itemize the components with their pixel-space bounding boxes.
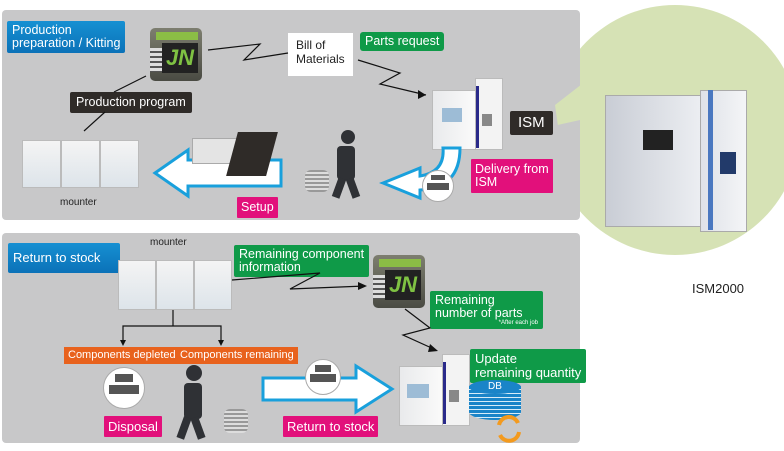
remaining-parts-label: Remaining number of parts *After each jo…: [430, 291, 543, 329]
bill-of-materials-doc: Bill of Materials: [288, 33, 353, 76]
ism-label: ISM: [510, 111, 553, 135]
delivery-line1: Delivery from: [475, 162, 549, 176]
update-line2: remaining quantity: [475, 365, 582, 380]
ism2000-product-image: [605, 90, 770, 232]
remaining-info-label: Remaining component information: [234, 245, 370, 277]
delivery-label: Delivery from ISM: [471, 159, 553, 193]
mounter-machine-icon: [22, 140, 139, 188]
ism-machine-icon-bottom: [399, 352, 470, 426]
kitting-title-line2: preparation / Kitting: [12, 36, 121, 50]
jn-to-bom-line: [207, 43, 289, 61]
setup-label: Setup: [237, 197, 278, 218]
database-icon: DB: [469, 380, 521, 422]
remaining-info-line1: Remaining component: [239, 247, 365, 261]
return-to-stock-label: Return to stock: [283, 416, 379, 437]
reel-icon-top: [422, 170, 454, 202]
ism-machine-icon: [432, 76, 503, 150]
remaining-parts-line1: Remaining: [435, 293, 495, 307]
kitting-title-line1: Production: [12, 23, 72, 37]
delivery-line2: ISM: [475, 175, 498, 189]
jn-logo-text: JN: [162, 43, 198, 73]
split-branches: [122, 325, 222, 343]
kitting-title: Production preparation / Kitting: [7, 21, 126, 53]
jn-logo-text-bottom: JN: [385, 270, 421, 300]
disposal-label: Disposal: [104, 416, 162, 437]
remaining-info-line2: information: [239, 260, 301, 274]
jn-to-program-line: [113, 75, 147, 93]
worker-with-cart-icon: [303, 130, 378, 200]
production-program-label: Production program: [70, 92, 192, 113]
components-remaining-label: Components remaining: [176, 347, 298, 364]
update-line1: Update: [475, 351, 517, 366]
return-to-stock-title: Return to stock: [8, 243, 120, 273]
remaining-parts-line2: number of parts: [435, 306, 523, 320]
mounter-label-bottom: mounter: [150, 237, 187, 248]
update-quantity-label: Update remaining quantity: [470, 349, 587, 383]
parts-request-label: Parts request: [360, 32, 445, 51]
jn-software-icon-bottom: JN: [373, 255, 425, 308]
mounter-to-jn-line: [231, 272, 366, 290]
mounter-machine-icon-bottom: [118, 260, 232, 310]
jn-software-icon: JN: [150, 28, 202, 81]
db-label: DB: [469, 380, 521, 394]
components-depleted-label: Components depleted: [64, 347, 180, 364]
mounter-label-top: mounter: [60, 197, 97, 208]
reel-icon-return: [305, 359, 341, 395]
after-each-job-note: *After each job: [498, 320, 538, 326]
worker-with-cart-icon-bottom: [176, 365, 253, 441]
jn-to-ism-line: [401, 308, 437, 351]
bom-line1: Bill of: [296, 38, 326, 52]
reel-icon-depleted: [103, 367, 145, 409]
program-to-mounter-line: [83, 111, 106, 132]
bom-line2: Materials: [296, 52, 345, 66]
product-name: ISM2000: [692, 281, 745, 296]
bom-to-ism-line: [357, 59, 427, 96]
